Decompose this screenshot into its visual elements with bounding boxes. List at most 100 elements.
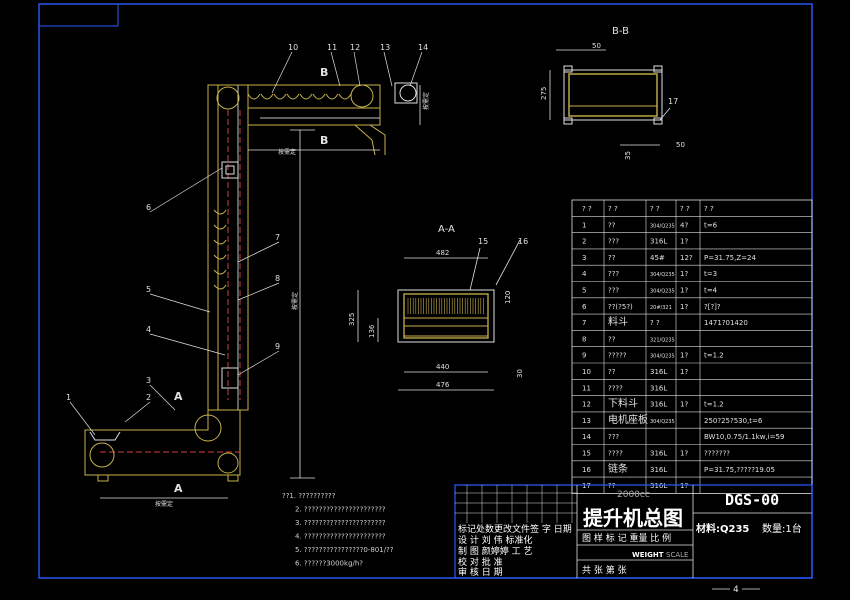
bucket — [273, 93, 287, 100]
table-cell: 316L — [650, 466, 667, 474]
elevator-main-view — [84, 82, 418, 482]
top-sprocket — [216, 86, 240, 110]
callout-leader — [271, 51, 293, 94]
table-cell: 6 — [582, 303, 587, 311]
table-cell: ??? — [608, 433, 619, 441]
table-cell: ??? — [608, 287, 619, 295]
head-sprocket — [350, 84, 374, 108]
table-cell: 316L — [650, 450, 667, 458]
title-block-text: 2000cc 提升机总图 DGS-00 材料:Q235 数量:1台 图 样 标 … — [458, 490, 802, 595]
bucket — [286, 93, 300, 100]
bb-flange — [653, 65, 663, 73]
callout-leader — [409, 51, 423, 87]
table-cell: 15 — [582, 450, 591, 458]
callout-leader — [237, 350, 280, 376]
dim-note-height: 按需定 — [291, 292, 299, 310]
callout-label: 7 — [275, 233, 280, 242]
title-block-blue-border — [454, 484, 813, 579]
aa-inner-casing — [403, 293, 489, 339]
aa-dim-120-text: 120 — [504, 291, 512, 304]
section-bb-title: B-B — [612, 26, 629, 37]
table-cell: P=31.75,?????19.05 — [704, 466, 775, 474]
aa-outer-casing — [397, 289, 495, 343]
table-cell: 304/Q235 — [650, 223, 675, 229]
bucket — [338, 93, 352, 100]
table-cell: 1 — [582, 221, 586, 229]
table-cell: 13 — [582, 417, 591, 425]
scale-label: SCALE — [666, 551, 688, 559]
foot — [97, 474, 109, 482]
aa-leader-16 — [495, 239, 521, 286]
bb-flange — [563, 117, 573, 125]
callout-label: 9 — [275, 342, 280, 351]
callout-leader — [237, 282, 280, 301]
drive-motor — [399, 84, 417, 102]
section-mark-b-bottom: B — [320, 134, 328, 147]
table-cell: ??? — [608, 270, 619, 278]
section-mark-a-top: A — [174, 390, 183, 403]
table-cell: 250?25?530,t=6 — [704, 417, 763, 425]
top-horizontal-casing — [208, 84, 381, 126]
bb-dim-50: 50 — [592, 42, 601, 50]
bucket — [213, 239, 227, 245]
aa-dim-136-text: 136 — [368, 324, 376, 338]
bucket — [213, 209, 227, 215]
callout-leader — [149, 333, 226, 356]
table-cell: ?? — [608, 221, 616, 229]
callout-leader — [237, 241, 280, 263]
bucket — [325, 93, 339, 100]
main-dimensions — [100, 85, 421, 499]
sheet-info: 共 张 第 张 — [582, 564, 627, 576]
table-cell: 316L — [650, 368, 667, 376]
weight-label: WEIGHT — [632, 551, 664, 559]
table-cell: t=3 — [704, 270, 717, 278]
callout-leader — [124, 401, 151, 423]
lower-turn-sprocket — [194, 414, 222, 442]
tb-row-3: 校 对 批 准 — [458, 556, 503, 568]
bb-dim-35: 35 — [624, 151, 632, 160]
note-line: 2. ?????????????????????? — [295, 506, 386, 514]
table-cell: 4? — [680, 221, 688, 229]
table-cell: P=31.75,Z=24 — [704, 254, 756, 262]
callout-label: 13 — [380, 43, 390, 52]
callout-label: 3 — [146, 376, 151, 385]
bucket — [247, 93, 261, 100]
table-cell: 12 — [582, 401, 591, 409]
aa-leader-15 — [469, 247, 481, 291]
frame-corner-box — [38, 3, 119, 27]
callout-label: 10 — [288, 43, 298, 52]
callout-leader — [149, 384, 176, 411]
tail-sprocket — [89, 442, 115, 468]
callout-leader — [383, 51, 393, 87]
bucket — [213, 254, 227, 260]
table-cell: 1? — [680, 270, 688, 278]
table-cell: 1? — [680, 482, 688, 490]
callout-leader — [353, 51, 361, 87]
table-header-cell: ? ? — [608, 205, 618, 213]
table-cell: 5 — [582, 287, 586, 295]
discharge-chute — [369, 124, 386, 155]
note-line: 4. ?????????????????????? — [295, 533, 386, 541]
dim-note-top: 按需定 — [278, 148, 296, 156]
section-aa-view: A-A 482 15 16 325 136 120 440 476 30 — [348, 224, 528, 391]
table-cell: 8 — [582, 335, 586, 343]
aa-dim-325-text: 325 — [348, 313, 356, 326]
table-cell: 链条 — [608, 462, 628, 475]
page-mark: 4 — [733, 585, 739, 595]
note-line: ??1. ?????????? — [282, 492, 336, 500]
foot — [227, 474, 239, 482]
table-cell: t=1.2 — [704, 401, 724, 409]
table-header-cell: ? ? — [582, 205, 592, 213]
table-cell: 45# — [650, 254, 665, 262]
note-line: 3. ?????????????????????? — [295, 519, 386, 527]
title-block — [454, 484, 813, 579]
quantity: 数量:1台 — [762, 522, 802, 535]
table-cell: 7 — [582, 319, 586, 327]
table-cell: 2 — [582, 238, 586, 246]
inspection-box-inner — [225, 165, 235, 175]
section-bb-view: B-B 50 275 17 35 50 — [540, 26, 685, 160]
vertical-bucket-column — [213, 209, 227, 290]
